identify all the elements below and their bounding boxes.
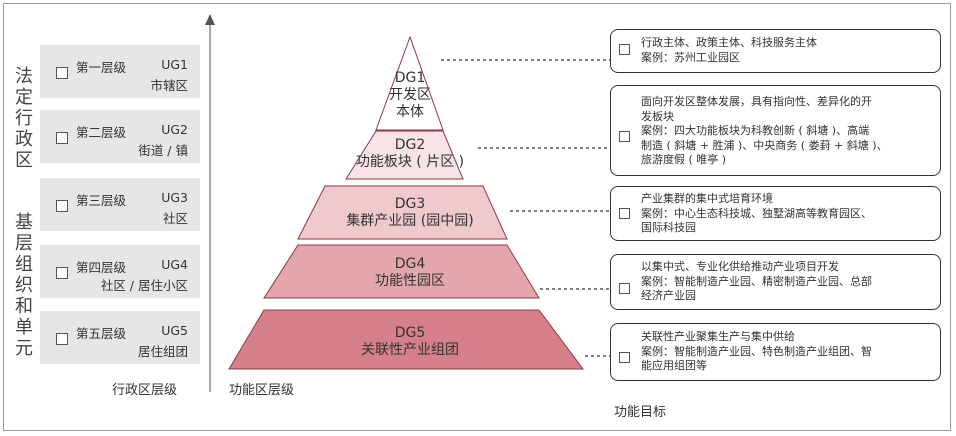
checkbox-icon: [56, 267, 68, 279]
grassroots-title: 基层组织和单元: [15, 212, 33, 359]
ug-level-3: 第三层级 UG3 社区: [40, 178, 200, 231]
goal-line: 关联性产业聚集生产与集中供给: [641, 330, 795, 343]
dg3-name: 集群产业园 (园中园): [346, 213, 474, 229]
goal-line: 案例：苏州工业园区: [641, 50, 740, 64]
ug-level-label: 第二层级: [76, 125, 127, 140]
dg5-code: DG5: [394, 325, 426, 341]
checkbox-icon: [56, 333, 68, 345]
dg2-label: DG2 功能板块 ( 片区 ): [340, 137, 480, 171]
goal-box-5: 关联性产业聚集生产与集中供给 案例：智能制造产业园、特色制造产业组团、智 能应用…: [610, 323, 941, 381]
goal-line: 制造 ( 斜塘 + 胜浦 )、中央商务 ( 娄葑 + 斜塘 )、: [641, 138, 888, 152]
dg2-name: 功能板块 ( 片区 ): [355, 154, 465, 170]
goal-box-3: 产业集群的集中式培育环境 案例：中心生态科技城、独墅湖高等教育园区、 国际科技园: [610, 186, 941, 241]
ug-area: 社区: [162, 211, 188, 226]
ug-area: 街道 / 镇: [138, 143, 188, 158]
checkbox-icon: [56, 67, 68, 79]
goal-line: 能应用组团等: [641, 359, 707, 372]
ug-level-4: 第四层级 UG4 社区 / 居住小区: [40, 245, 200, 298]
checkbox-icon: [619, 208, 630, 219]
checkbox-icon: [619, 352, 630, 363]
ug-level-label: 第五层级: [76, 326, 127, 341]
goal-line: 旅游度假 ( 唯亭 ): [641, 153, 727, 166]
ug-code: UG3: [161, 190, 188, 205]
ug-level-2: 第二层级 UG2 街道 / 镇: [40, 110, 200, 163]
ug-level-label: 第一层级: [76, 60, 127, 75]
checkbox-icon: [56, 132, 68, 144]
dg3-code: DG3: [394, 196, 426, 212]
ug-code: UG5: [161, 323, 188, 338]
goal-line: 发板块: [641, 109, 674, 123]
goal-line: 国际科技园: [641, 221, 696, 234]
ug-level-label: 第三层级: [76, 193, 127, 208]
dg4-code: DG4: [394, 256, 426, 272]
pyramid-tier-dg4: [263, 244, 540, 299]
dg1-label: DG1 开发区 本体: [370, 70, 450, 121]
goal-line: 以集中式、专业化供给推动产业项目开发: [641, 260, 839, 273]
goal-box-1: 行政主体、政策主体、科技服务主体 案例：苏州工业园区: [610, 29, 941, 73]
ug-area: 社区 / 居住小区: [100, 278, 188, 293]
checkbox-icon: [56, 200, 68, 212]
ug-level-label: 第四层级: [76, 260, 127, 275]
dg4-label: DG4 功能性园区: [320, 256, 500, 290]
pyramid-tier-dg3: [297, 185, 508, 240]
goal-line: 案例：智能制造产业园、特色制造产业组团、智: [641, 344, 872, 358]
ug-level-5: 第五层级 UG5 居住组团: [40, 311, 200, 364]
dg2-code: DG2: [394, 137, 426, 153]
dg1-sub: 本体: [396, 104, 424, 120]
dg5-name: 关联性产业组团: [361, 342, 459, 358]
dg1-code: DG1: [394, 70, 426, 86]
pyramid-tier-dg5: [228, 309, 584, 370]
goal-line: 面向开发区整体发展，具有指向性、差异化的开: [641, 95, 872, 108]
pyramid-tier-dg1: [375, 35, 444, 131]
checkbox-icon: [619, 131, 630, 142]
goal-box-4: 以集中式、专业化供给推动产业项目开发 案例：智能制造产业园、精密制造产业园、总部…: [610, 254, 941, 310]
checkbox-icon: [619, 44, 630, 55]
admin-axis-label: 行政区层级: [112, 383, 178, 398]
functional-axis-label: 功能区层级: [229, 383, 295, 398]
pyramid-tier-dg2: [345, 130, 464, 180]
goal-line: 案例：智能制造产业园、精密制造产业园、总部: [641, 274, 872, 288]
ug-area: 市辖区: [150, 78, 188, 93]
goal-line: 案例：四大功能板块为科教创新 ( 斜塘 )、高端: [641, 124, 870, 137]
goal-line: 产业集群的集中式培育环境: [641, 192, 773, 205]
goal-line: 行政主体、政策主体、科技服务主体: [641, 36, 817, 49]
goals-axis-label: 功能目标: [614, 405, 667, 420]
dg3-label: DG3 集群产业园 (园中园): [320, 196, 500, 230]
dg4-name: 功能性园区: [375, 273, 445, 289]
ug-code: UG1: [161, 57, 188, 72]
dg5-label: DG5 关联性产业组团: [320, 325, 500, 359]
checkbox-icon: [619, 283, 630, 294]
ug-level-1: 第一层级 UG1 市辖区: [40, 45, 200, 98]
goal-box-2: 面向开发区整体发展，具有指向性、差异化的开 发板块 案例：四大功能板块为科教创新…: [610, 85, 941, 176]
ug-code: UG4: [161, 257, 188, 272]
goal-line: 案例：中心生态科技城、独墅湖高等教育园区、: [641, 206, 872, 220]
goal-line: 经济产业园: [641, 289, 696, 302]
ug-code: UG2: [161, 122, 188, 137]
dg1-name: 开发区: [389, 87, 431, 103]
axis-arrowhead-icon: [205, 14, 215, 25]
legal-admin-title: 法定行政区: [15, 66, 33, 171]
ug-area: 居住组团: [137, 344, 188, 359]
